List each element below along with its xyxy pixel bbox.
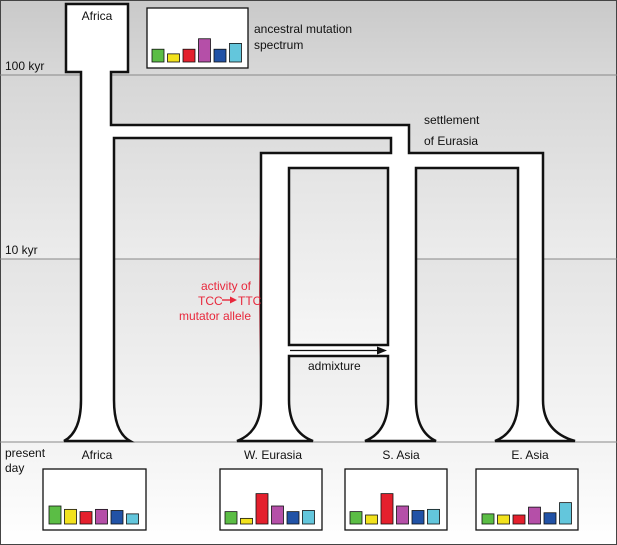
spectrum-bar-easia-2 — [497, 514, 510, 525]
spectrum-bar-easia-3 — [512, 514, 526, 525]
mutator-label-tcc: TCC — [198, 294, 223, 308]
spectrum-bar-ancestral-1 — [151, 48, 165, 63]
mutator-label-3: mutator allele — [179, 309, 251, 323]
spectrum-bar-weurasia-4 — [271, 505, 284, 525]
time-label-day: day — [5, 461, 24, 475]
spectrum-bar-weurasia-5 — [286, 511, 300, 525]
spectrum-bars-ancestral — [151, 38, 242, 63]
spectrum-bars-africa — [48, 505, 139, 525]
spectrum-bar-sasia-6 — [427, 508, 440, 525]
spectrum-bar-africa-6 — [126, 513, 139, 525]
settlement-label-2: of Eurasia — [424, 134, 478, 148]
spectrum-bar-africa-3 — [79, 511, 93, 525]
time-label-10kyr: 10 kyr — [5, 243, 38, 257]
admixture-label: admixture — [308, 359, 361, 373]
mutator-label-ttc: TTC — [238, 294, 262, 308]
pop-label-easia: E. Asia — [511, 448, 549, 462]
spectrum-bar-ancestral-2 — [167, 53, 180, 63]
mutator-label-1: activity of — [201, 279, 252, 293]
spectrum-bar-weurasia-3 — [255, 493, 269, 525]
spectrum-bar-easia-4 — [528, 506, 541, 525]
spectrum-bar-sasia-5 — [411, 510, 425, 525]
spectrum-bars-weurasia — [224, 493, 315, 525]
spectrum-bar-sasia-4 — [396, 505, 409, 525]
ancestral-spectrum-label-1: ancestral mutation — [254, 22, 352, 36]
spectrum-bar-ancestral-6 — [229, 43, 242, 63]
spectrum-bar-sasia-3 — [380, 493, 394, 525]
time-label-present: present — [5, 446, 46, 460]
spectrum-bar-africa-5 — [110, 510, 124, 525]
spectrum-bar-sasia-1 — [349, 511, 363, 525]
time-label-100kyr: 100 kyr — [5, 59, 44, 73]
spectrum-bar-easia-6 — [559, 502, 572, 525]
spectrum-bars-easia — [481, 502, 572, 525]
spectrum-bar-africa-1 — [48, 505, 62, 525]
settlement-label-1: settlement — [424, 113, 480, 127]
spectrum-bar-africa-4 — [95, 508, 108, 525]
spectrum-bar-africa-2 — [64, 508, 77, 525]
spectrum-bar-weurasia-1 — [224, 511, 238, 525]
admixture-arrow — [290, 346, 387, 355]
population-tree — [63, 2, 576, 443]
ancestral-africa-label: Africa — [82, 9, 113, 23]
ancestral-spectrum-label-2: spectrum — [254, 38, 303, 52]
branch-gap — [287, 166, 390, 347]
spectrum-bars-sasia — [349, 493, 440, 525]
spectrum-bar-easia-1 — [481, 513, 495, 525]
pop-label-sasia: S. Asia — [382, 448, 420, 462]
pop-label-weurasia: W. Eurasia — [244, 448, 302, 462]
spectrum-bar-easia-5 — [543, 512, 557, 525]
spectrum-bar-weurasia-2 — [240, 517, 253, 525]
spectrum-bar-ancestral-3 — [182, 48, 196, 63]
spectrum-bar-ancestral-5 — [213, 48, 227, 63]
spectrum-bar-sasia-2 — [365, 514, 378, 525]
mutator-arrow-head — [230, 296, 237, 304]
spectrum-bar-ancestral-4 — [198, 38, 211, 63]
spectrum-bar-weurasia-6 — [302, 510, 315, 525]
mutator-annotation: activity of TCC TTC mutator allele — [179, 279, 262, 323]
pop-label-africa: Africa — [82, 448, 113, 462]
